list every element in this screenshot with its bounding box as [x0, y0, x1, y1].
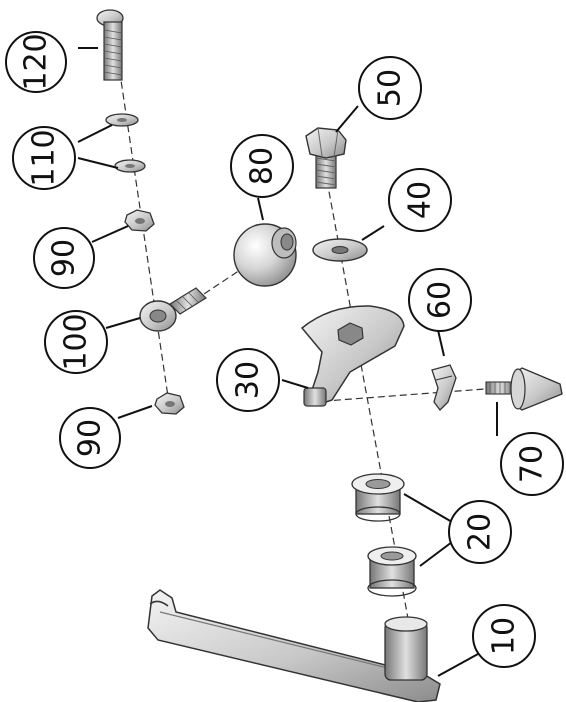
- part-90-nut-lower: [154, 392, 185, 415]
- part-50-hex-bolt: [305, 127, 347, 189]
- callout-90-lower: 90: [59, 407, 121, 469]
- callout-20: 20: [448, 500, 512, 564]
- part-40-washer: [312, 238, 368, 262]
- part-110-washer-lower: [114, 159, 146, 173]
- part-80-ball: [233, 223, 297, 287]
- callout-120: 120: [5, 31, 67, 93]
- callout-40-label: 40: [403, 181, 438, 219]
- bushing-upper: [351, 473, 405, 522]
- callout-110: 110: [12, 126, 76, 190]
- callout-50-label: 50: [373, 69, 408, 107]
- callout-70-label: 70: [515, 445, 550, 483]
- callout-60-label: 60: [423, 281, 458, 319]
- callout-120-label: 120: [19, 33, 54, 90]
- part-100-rod-end: [139, 287, 207, 332]
- callout-20-label: 20: [463, 513, 498, 551]
- callout-80: 80: [230, 134, 294, 198]
- callout-50: 50: [358, 56, 422, 120]
- part-10-lever-arm: [147, 589, 441, 702]
- callout-40: 40: [388, 168, 452, 232]
- part-30-bracket: [300, 305, 405, 407]
- callout-30-label: 30: [231, 361, 266, 399]
- callout-10: 10: [472, 604, 536, 668]
- callout-100: 100: [44, 310, 108, 374]
- callout-70: 70: [500, 432, 564, 496]
- callout-110-label: 110: [27, 129, 62, 186]
- part-90-nut-upper: [124, 209, 155, 232]
- part-110-washer-upper: [105, 113, 139, 127]
- part-60-clip: [431, 364, 457, 411]
- ball-axis: [194, 269, 241, 301]
- left-axis: [117, 59, 171, 411]
- callout-30: 30: [216, 348, 280, 412]
- callout-90-upper: 90: [33, 227, 95, 289]
- callout-100-label: 100: [59, 313, 94, 370]
- bushing-lower: [367, 546, 417, 597]
- cross-axis: [311, 387, 499, 403]
- part-120-screw: [96, 9, 124, 81]
- part-70-knob: [485, 367, 563, 411]
- leader-lines: [77, 47, 498, 677]
- callout-10-label: 10: [487, 617, 522, 655]
- callout-90-lower-label: 90: [73, 419, 108, 457]
- callout-60: 60: [408, 268, 472, 332]
- part-20-bushings: [351, 473, 417, 597]
- callout-80-label: 80: [245, 147, 280, 185]
- callout-90-upper-label: 90: [47, 239, 82, 277]
